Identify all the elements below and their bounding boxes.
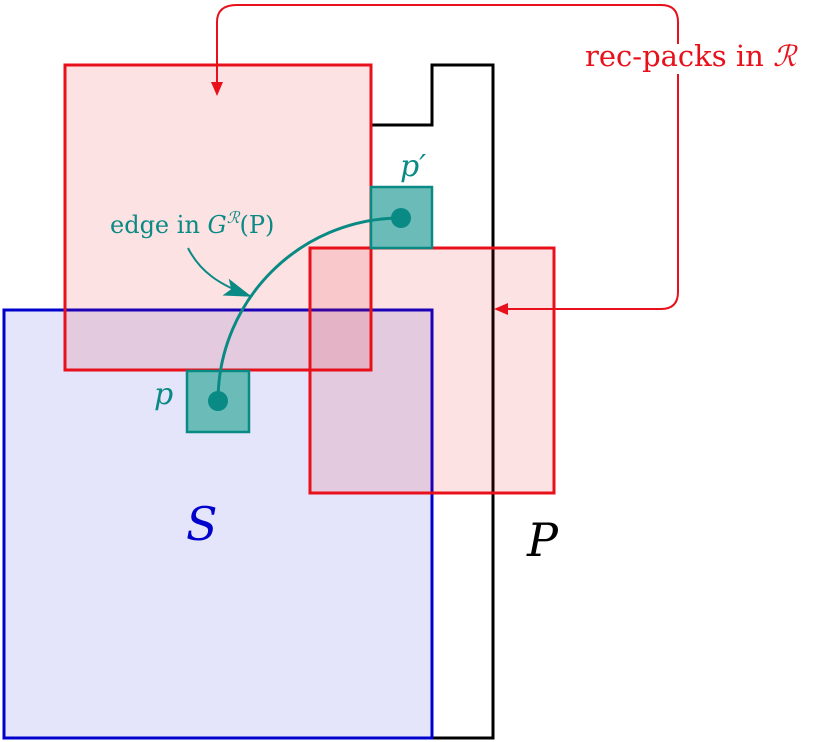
edge-label-argument: (P): [239, 211, 274, 239]
rec-packs-connector-top: [211, 4, 679, 96]
pixel-p-dot: [208, 391, 228, 411]
rec-packs-label-symbol: ℛ: [773, 39, 798, 73]
edge-label: edge in Gℛ(P): [110, 208, 274, 239]
rec-pack-upper-left: [63, 63, 373, 372]
graph-edge-curve: [216, 216, 402, 402]
rec-packs-connector-bottom: [494, 74, 679, 315]
rec-packs-label: rec-packs in ℛ: [585, 39, 798, 73]
edge-label-g: G: [208, 211, 227, 239]
square-s-label: S: [186, 497, 218, 551]
pixel-p-label: p: [154, 377, 173, 412]
edge-label-superscript: ℛ: [227, 208, 241, 227]
polygon-p-label: P: [526, 513, 559, 567]
rec-packs-label-text: rec-packs in: [585, 39, 773, 73]
polygon-p-outline: [371, 63, 495, 740]
rec-pack-right: [308, 246, 556, 495]
pixel-p-prime-label: p′: [400, 149, 426, 184]
edge-label-text: edge in: [110, 211, 208, 239]
edge-annotation-arrow: [187, 247, 252, 297]
pixel-p-prime-dot: [391, 208, 411, 228]
